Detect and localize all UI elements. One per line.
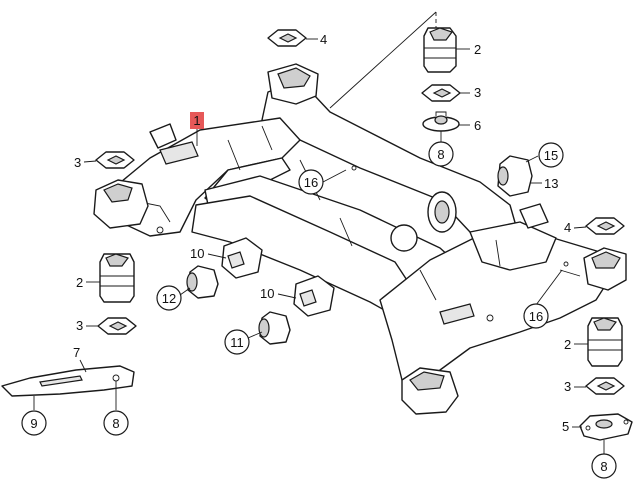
callout-2-right: 2 [564,337,571,352]
callout-4-top: 4 [320,32,327,47]
callout-circle-16-upper [298,169,324,195]
callout-circle-8-left [103,410,129,436]
callout-circle-8-right [591,453,617,479]
washer-3-top-center [267,29,307,47]
callout-7: 7 [73,345,80,360]
washer-4-right [585,217,625,235]
washer-3-left-upper [95,151,135,169]
mount-socket-front-left [93,179,149,229]
callout-circle-11 [224,329,250,355]
callout-3-left-lower: 3 [76,318,83,333]
callout-8-left: 8 [112,416,119,431]
callout-circle-8-top [428,141,454,167]
callout-6: 6 [474,118,481,133]
callout-1: 1 [193,113,200,128]
callout-10-upper: 10 [190,246,204,261]
callout-11: 11 [230,335,244,350]
callout-10-lower: 10 [260,286,274,301]
mount-socket-front-right [401,367,459,415]
callout-3-right-lower: 3 [564,379,571,394]
mount-socket-rear-left [267,63,319,105]
callout-4-right: 4 [564,220,571,235]
bushing-12 [186,265,219,299]
control-arm-bracket-lower [293,275,335,317]
callout-circle-16-lower [523,303,549,329]
reinforcement-plate-7 [1,365,135,397]
callout-16-lower: 16 [529,309,543,324]
callout-5: 5 [562,419,569,434]
callout-circle-9 [21,410,47,436]
rear-axle-subframe [93,63,627,415]
control-arm-bracket-upper [221,237,263,279]
callout-12: 12 [162,291,176,306]
callout-16-upper: 16 [304,175,318,190]
callout-circle-15 [538,142,564,168]
mount-socket-rear-right [583,247,627,291]
callout-3-top-right: 3 [474,85,481,100]
mounting-plate-5 [579,413,633,441]
rubber-mount-2-top [423,27,457,73]
bushing-11 [258,311,291,345]
callout-8-right: 8 [600,459,607,474]
differential-mount-bushing [427,191,457,233]
rubber-mount-2-right [587,317,623,367]
washer-6 [422,111,460,132]
washer-3-right-lower [585,377,625,395]
callout-3-left-upper: 3 [74,155,81,170]
callout-2-left: 2 [76,275,83,290]
callout-2-top: 2 [474,42,481,57]
callout-circle-12 [156,285,182,311]
part-1-highlight [190,112,204,129]
washer-3-left-lower [97,317,137,335]
callout-8-top: 8 [437,147,444,162]
rubber-mount-2-left [99,253,135,303]
callout-15: 15 [544,148,558,163]
washer-3-top-right [421,84,461,102]
bushing-13 [497,155,533,197]
callout-9: 9 [30,416,37,431]
callout-13: 13 [544,176,558,191]
